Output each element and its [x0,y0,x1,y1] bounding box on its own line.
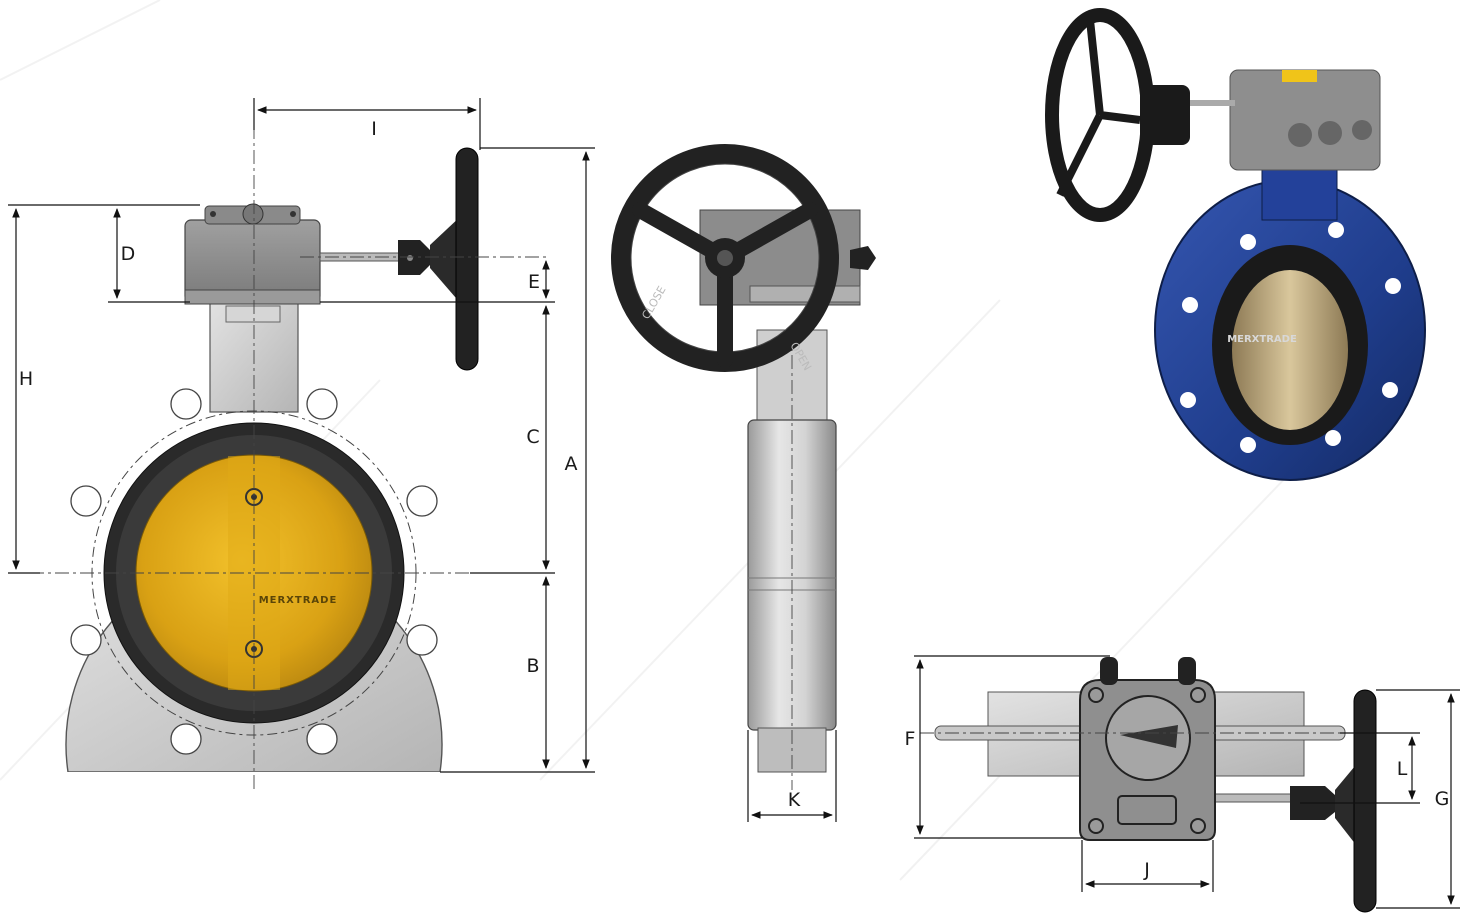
top-dimensions: F J L G [905,655,1460,909]
close-marking: CLOSE [639,284,668,322]
dim-label-i: I [371,118,377,140]
brand-label-photo: MERXTRADE [1227,334,1297,345]
front-dimensions: I H D E C B A [8,98,595,773]
photo-gearbox [1229,69,1381,171]
dim-label-l: L [1397,758,1408,780]
front-view: MERXTRADE [30,100,550,812]
dim-label-d: D [121,243,136,265]
handwheel-edge [455,147,479,371]
top-view [920,657,1400,913]
top-handwheel [1353,689,1377,913]
product-photo: MERXTRADE [1045,8,1426,481]
handwheel-hub [398,240,430,275]
bolt-holes [70,388,438,755]
photo-handwheel [1045,8,1155,222]
dim-label-h: H [19,368,33,390]
dim-label-k: K [788,789,801,811]
dim-label-b: B [526,655,539,677]
dim-label-j: J [1143,859,1150,881]
dim-label-f: F [905,728,916,750]
dim-label-g: G [1435,788,1450,810]
side-view: CLOSE OPEN [611,144,876,790]
dim-label-a: A [565,453,578,475]
dim-label-e: E [528,271,540,293]
dim-label-c: C [526,426,539,448]
brand-label-disc: MERXTRADE [259,595,338,606]
side-dimensions: K [747,730,837,822]
photo-disc [1232,270,1348,430]
